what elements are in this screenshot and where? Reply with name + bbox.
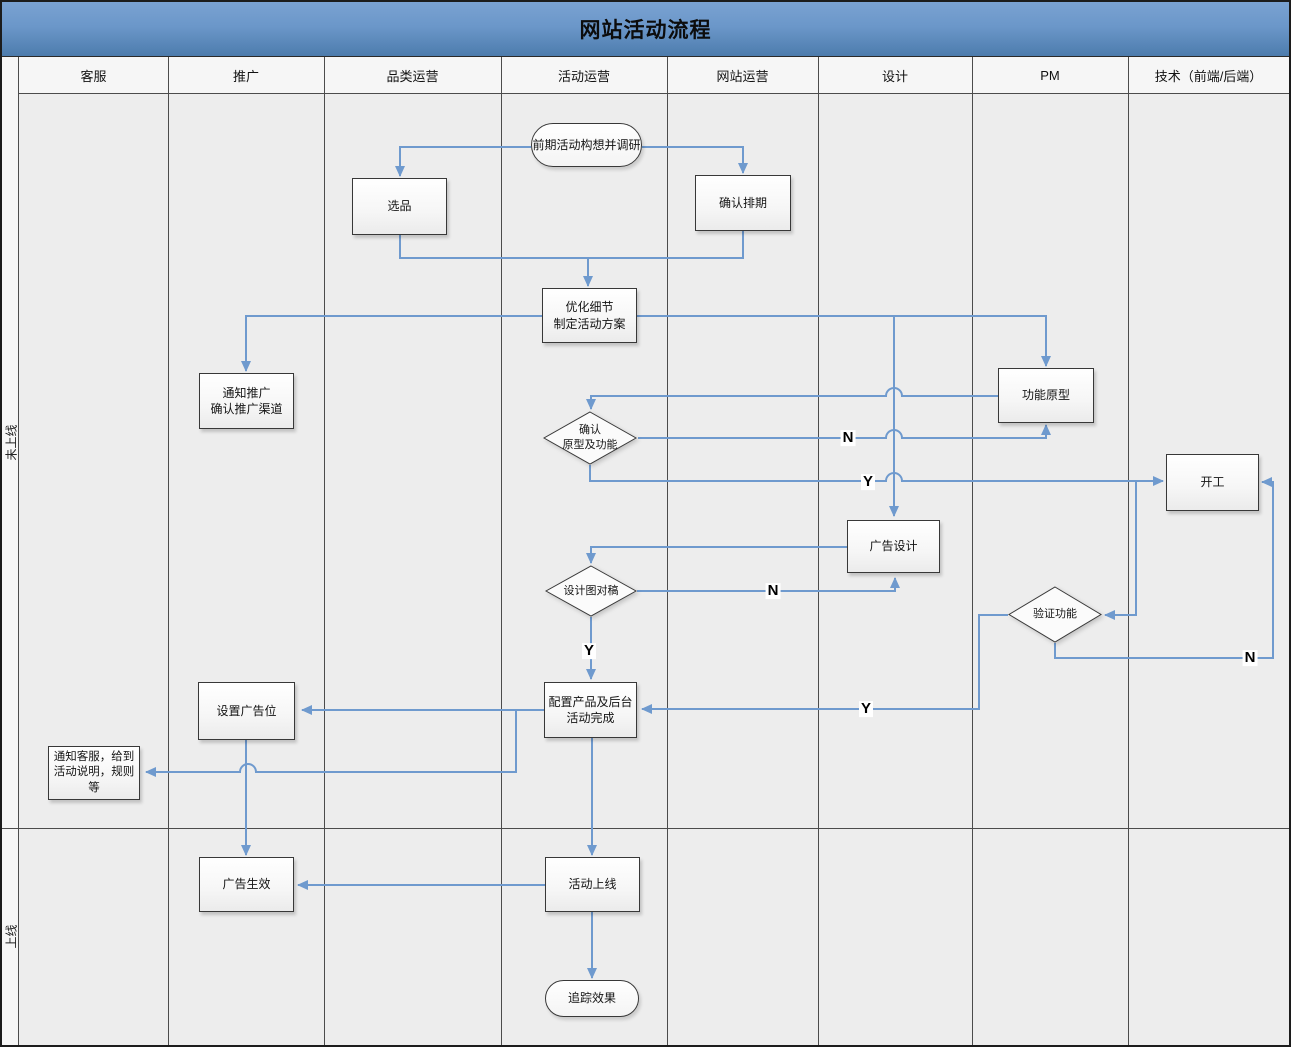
node-product-selection[interactable]: 选品 (352, 178, 447, 235)
node-ad-design[interactable]: 广告设计 (847, 520, 940, 573)
lane-header-tech: 技术（前端/后端） (1154, 69, 1263, 84)
node-activity-online[interactable]: 活动上线 (545, 857, 640, 912)
phase-label-launched: 上线 (4, 924, 19, 949)
phase-divider (2, 828, 1289, 829)
edge-label-confirm-prototype-no: N (840, 429, 856, 447)
node-confirm-schedule[interactable]: 确认排期 (695, 175, 791, 231)
edge-label-verify-function-yes: Y (858, 700, 874, 718)
phase-label-pre-launch: 未上线 (4, 424, 19, 461)
diamond-shape (1008, 586, 1102, 643)
phase-strip (2, 57, 19, 1045)
node-track-results[interactable]: 追踪效果 (545, 980, 639, 1017)
decision-label: 确认 原型及功能 (562, 424, 618, 451)
edge-label-verify-function-no: N (1242, 649, 1258, 667)
lane-divider (168, 57, 169, 1045)
edge-label-design-review-no: N (765, 582, 781, 600)
lane-header-design: 设计 (881, 69, 908, 84)
lane-divider (501, 57, 502, 1045)
lane-header-category-ops: 品类运营 (386, 69, 439, 84)
lane-header-band (19, 57, 1289, 94)
decision-confirm-prototype[interactable]: 确认 原型及功能 (543, 411, 637, 465)
page-title: 网站活动流程 (579, 19, 712, 42)
node-configure-backend[interactable]: 配置产品及后台 活动完成 (544, 682, 637, 738)
lane-header-pm: PM (1040, 68, 1060, 83)
node-start-work[interactable]: 开工 (1166, 454, 1259, 511)
lane-divider (324, 57, 325, 1045)
lane-divider (1128, 57, 1129, 1045)
lane-divider (667, 57, 668, 1045)
node-notify-promotion[interactable]: 通知推广 确认推广渠道 (199, 373, 294, 429)
node-set-ad-slot[interactable]: 设置广告位 (198, 682, 295, 740)
lane-header-customer-service: 客服 (80, 69, 107, 84)
lane-divider (972, 57, 973, 1045)
edge-label-design-review-yes: Y (581, 642, 597, 660)
diamond-shape (545, 565, 637, 617)
edge-label-confirm-prototype-yes: Y (860, 473, 876, 491)
lane-header-website-ops: 网站运营 (716, 69, 769, 84)
node-function-prototype[interactable]: 功能原型 (998, 368, 1094, 423)
node-optimize-plan[interactable]: 优化细节 制定活动方案 (542, 288, 637, 343)
decision-verify-function[interactable]: 验证功能 (1008, 586, 1102, 643)
lane-header-promotion: 推广 (232, 69, 259, 84)
lane-header-activity-ops: 活动运营 (557, 69, 610, 84)
diamond-shape (543, 411, 637, 465)
node-notify-customer-service[interactable]: 通知客服，给到 活动说明，规则等 (48, 746, 140, 800)
decision-label: 设计图对稿 (563, 584, 619, 597)
lane-divider (818, 57, 819, 1045)
node-initial-research[interactable]: 前期活动构想并调研 (531, 123, 642, 167)
title-bar: 网站活动流程 (2, 2, 1289, 57)
decision-label: 验证功能 (1033, 608, 1077, 621)
node-ad-live[interactable]: 广告生效 (199, 857, 294, 912)
decision-design-review[interactable]: 设计图对稿 (545, 565, 637, 617)
